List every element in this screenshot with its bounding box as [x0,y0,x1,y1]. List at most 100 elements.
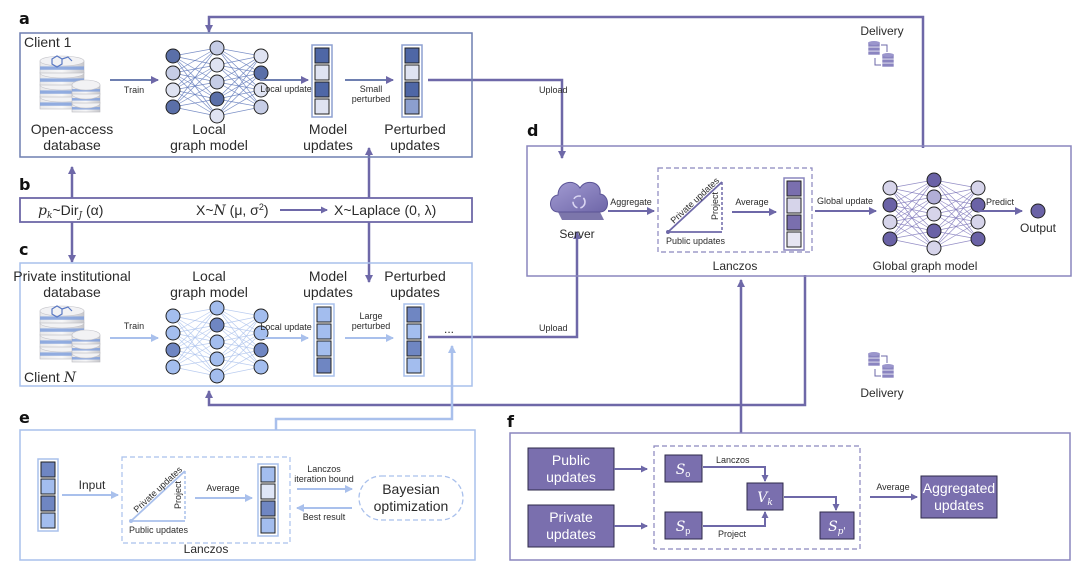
vector-cell [404,64,420,81]
network-node [253,82,269,98]
sync-arrow [874,58,881,66]
optimization-box [19,429,476,561]
network-node [253,308,269,324]
network-node [926,189,942,205]
s-p-prime-box [819,511,855,540]
public-updates-label-2: updates [546,469,596,485]
local-update-arrow-label: Local update [260,322,312,332]
network-node [165,308,181,324]
database-layer [881,58,895,64]
network-node [970,180,986,196]
perturbed-updates-label-1: Perturbed [384,268,445,284]
network-node [926,172,942,188]
output-label: Output [1020,221,1057,235]
vector-cell [260,466,276,483]
project-label: Project [173,480,183,509]
average-arrow-label: Average [206,483,239,493]
network-node [209,74,225,90]
panel-label-d: d [527,121,538,140]
network-node [209,351,225,367]
delivery-label-top: Delivery [860,24,903,38]
average-arrow-label: Average [735,197,768,207]
e-to-c-line [274,345,456,430]
private-database-label-1: Private institutional [13,268,131,284]
network-edge [889,213,935,240]
origin-point [666,230,670,234]
database-band [72,357,100,360]
panel-label-c: c [19,240,28,259]
network-edge [172,47,218,91]
network-node [970,231,986,247]
iteration-bound-label-1: Lanczos [307,464,341,474]
averaged-updates-vector [257,463,279,537]
network-edge [216,315,262,360]
vector-cell [314,64,330,81]
database-top [882,53,894,57]
network-node [165,342,181,358]
network-node [253,65,269,81]
perturbed-updates-label-2: updates [390,284,440,300]
private-updates-box [527,504,615,548]
iteration-bound-label-2: iteration bound [294,474,354,484]
best-result-label: Best result [303,512,346,522]
more-clients-ellipsis: ... [444,322,454,336]
network-edge [172,307,218,334]
network-edge [889,179,935,223]
molecule-icon [51,55,73,68]
server-label: Server [559,227,594,241]
project-arrow [703,511,769,527]
database-band [72,89,100,92]
panel-label-f: f [507,412,515,431]
database-layer [867,361,881,367]
s-p-box [664,511,703,540]
vector-cell [786,180,802,197]
network-edge [172,341,218,368]
v-k-box [746,482,784,511]
open-access-database-label-2: database [43,137,101,153]
panel-label-a: a [19,9,30,28]
network-edge [216,332,262,377]
network-edge [933,187,979,249]
vector-cell [786,231,802,248]
network-node [209,334,225,350]
vector-cell [406,306,422,323]
database-layer [867,357,881,363]
lanczos-title: Lanczos [184,542,229,556]
network-edge [216,72,262,117]
network-edge [889,196,935,240]
global-graph-model-label: Global graph model [873,259,978,273]
local-graph-model-label-1: Local [192,121,225,137]
network-edge [216,55,262,83]
network-node [882,214,898,230]
network-edge [889,179,935,206]
train-arrow-label: Train [124,85,144,95]
database-icon [39,55,101,113]
network-edge [172,64,218,108]
vector-cell [314,47,330,64]
vector-cell [40,495,56,512]
delivery-line-bottom [205,275,807,407]
local-graph-model-label-1: Local [192,268,225,284]
database-icon [39,305,101,363]
network-edge [172,47,218,74]
vector-cell [260,483,276,500]
model-updates-label-1: Model [309,268,347,284]
delivery-line-top [205,15,925,148]
panel-c: c Private institutional database Client … [13,240,473,387]
private-updates-edge [667,181,723,233]
network-edge [216,315,262,377]
project-label: Project [710,191,720,220]
client-1-box [19,32,473,158]
network-node [209,91,225,107]
panel-label-e: e [19,408,30,427]
database-top [882,364,894,368]
network-edge [216,315,262,343]
aggregate-arrow-label: Aggregate [610,197,652,207]
panel-a: a Client 1 Open-access database Train Lo… [19,9,473,158]
database-sync-icon [867,41,895,68]
panel-d: d Server Aggregate Private updatesProjec… [526,121,1072,277]
vector-cell [786,197,802,214]
network-node [882,180,898,196]
network-edge [933,221,979,249]
